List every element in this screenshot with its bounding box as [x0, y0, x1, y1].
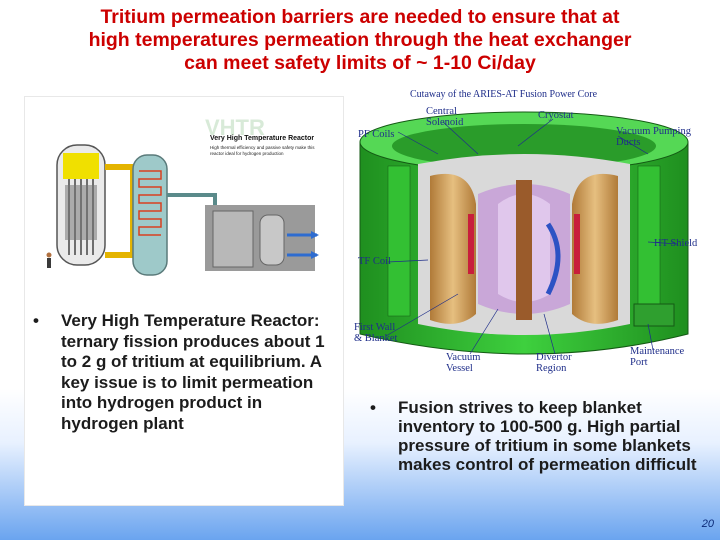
right-bullet: • Fusion strives to keep blanket invento… [370, 398, 700, 474]
title-line-1: Tritium permeation barriers are needed t… [100, 6, 620, 28]
slide-title: Tritium permeation barriers are needed t… [0, 6, 720, 75]
aries-at-figure: Cutaway of the ARIES-AT Fusion Power Cor… [348, 84, 710, 384]
label-pf-coils: PF Coils [358, 129, 395, 140]
label-central-solenoid: Central Solenoid [426, 106, 464, 128]
title-line-2: high temperatures permeation through the… [88, 29, 632, 51]
label-vacuum-vessel: Vacuum Vessel [446, 352, 481, 374]
label-divertor-region: Divertor Region [536, 352, 572, 374]
svg-text:VHTR: VHTR [205, 115, 265, 140]
title-line-3: can meet safety limits of ~ 1-10 Ci/day [184, 52, 536, 74]
vhtr-panel: VHTR Very High Temperature Reactor High … [24, 96, 344, 506]
page-number: 20 [701, 518, 714, 530]
label-vacuum-pumping-ducts: Vacuum Pumping Ducts [616, 126, 691, 148]
fusion-figure-title: Cutaway of the ARIES-AT Fusion Power Cor… [410, 89, 598, 100]
label-maintenance-port: Maintenance Port [630, 346, 685, 368]
vhtr-diagram: VHTR [46, 115, 319, 276]
vhtr-figure-heading: Very High Temperature Reactor [210, 135, 315, 142]
bullet-marker: • [33, 311, 39, 330]
label-tf-coil: TF Coil [358, 256, 391, 267]
bullet-marker: • [370, 398, 376, 417]
label-cryostat: Cryostat [538, 110, 574, 121]
fusion-core-cutaway [359, 111, 689, 355]
label-ht-shield: HT Shield [654, 238, 698, 249]
label-first-wall-blanket: First Wall & Blanket [354, 322, 398, 344]
vhtr-figure-caption: High thermal efficiency and passive safe… [210, 145, 315, 156]
left-bullet: • Very High Temperature Reactor: ternary… [33, 311, 333, 434]
left-bullet-text: Very High Temperature Reactor: ternary f… [61, 311, 325, 433]
right-bullet-text: Fusion strives to keep blanket inventory… [398, 398, 697, 474]
